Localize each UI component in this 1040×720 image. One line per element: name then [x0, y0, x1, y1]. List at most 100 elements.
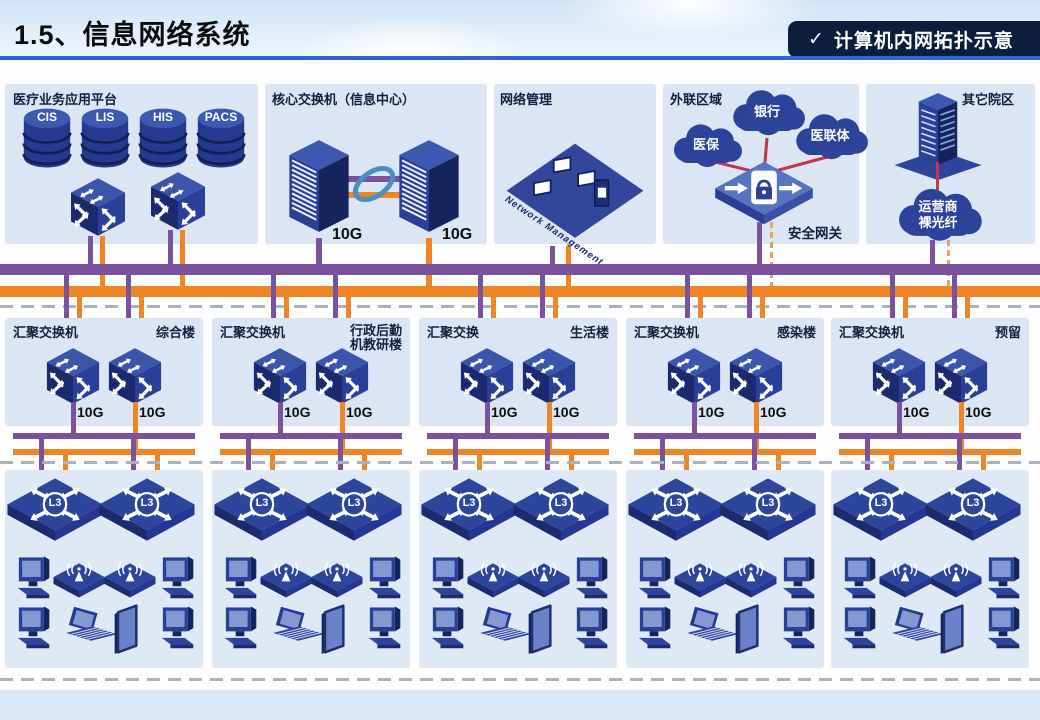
- check-icon: ✓: [808, 29, 824, 50]
- link-purple: [930, 240, 935, 275]
- local-bus-orange: [427, 449, 609, 455]
- desktop-icon: [11, 602, 55, 652]
- speed-label: 10G: [139, 404, 166, 420]
- link-purple: [39, 436, 44, 480]
- panel-other-campus-label: 其它院区: [962, 92, 1015, 107]
- link-purple: [131, 436, 136, 480]
- link-purple: [890, 275, 895, 351]
- link-purple: [478, 275, 483, 351]
- desktop-icon: [837, 602, 881, 652]
- switch-cube-icon: [313, 344, 371, 408]
- wireless-ap-icon: [102, 560, 158, 604]
- link-red: [936, 162, 939, 190]
- wireless-ap-icon: [672, 560, 728, 604]
- server-rack-icon: [398, 134, 460, 238]
- dashed-divider: [0, 678, 1040, 681]
- desktop-icon: [11, 552, 55, 602]
- desktop-icon: [837, 552, 881, 602]
- wireless-ap-icon: [928, 560, 984, 604]
- header-badge: ✓ 计算机内网拓扑示意: [788, 21, 1040, 58]
- link-orange: [340, 402, 345, 452]
- database-icon: [194, 106, 248, 172]
- switch-cube-icon: [727, 344, 785, 408]
- header-badge-label: 计算机内网拓扑示意: [833, 31, 1014, 52]
- l3-badge: L3: [48, 497, 62, 509]
- speed-label: 10G: [965, 404, 992, 420]
- wireless-ap-icon: [877, 560, 933, 604]
- link-purple: [957, 436, 962, 480]
- security-gateway-icon: [712, 158, 816, 228]
- speed-label: 10G: [760, 404, 787, 420]
- switch-cube-icon: [870, 344, 928, 408]
- desktop-icon: [569, 602, 613, 652]
- netmgmt-board-icon: [498, 136, 652, 250]
- speed-label: 10G: [332, 226, 363, 243]
- aggregation-label: 汇聚交换机: [13, 325, 79, 340]
- speed-label: 10G: [698, 404, 725, 420]
- local-bus-orange: [13, 449, 195, 455]
- link-purple: [660, 436, 665, 480]
- database-icon: [20, 106, 74, 172]
- core-link-purple: [348, 176, 400, 182]
- laptop-icon: [61, 604, 121, 650]
- local-bus-purple: [634, 433, 816, 439]
- link-purple: [271, 275, 276, 351]
- l3-badge: L3: [669, 497, 683, 509]
- building-label: 感染楼: [776, 325, 816, 340]
- cloud-decoration: [300, 20, 520, 80]
- wireless-ap-icon: [723, 560, 779, 604]
- desktop-icon: [776, 602, 820, 652]
- local-bus-purple: [839, 433, 1021, 439]
- desktop-icon: [981, 552, 1025, 602]
- desktop-icon: [569, 552, 613, 602]
- speed-label: 10G: [903, 404, 930, 420]
- link-purple: [757, 222, 762, 275]
- link-orange: [684, 452, 689, 480]
- page-title: 1.5、信息网络系统: [14, 20, 251, 50]
- link-orange: [981, 452, 986, 480]
- wireless-ap-icon: [309, 560, 365, 604]
- link-purple: [333, 275, 338, 351]
- link-purple: [126, 275, 131, 351]
- link-purple: [685, 275, 690, 351]
- desktop-icon: [425, 602, 469, 652]
- link-purple: [453, 436, 458, 480]
- switch-cube-icon: [251, 344, 309, 408]
- desktop-icon: [632, 602, 676, 652]
- building-label: 综合楼: [155, 325, 195, 340]
- link-purple: [278, 402, 283, 436]
- access-switch-icon: [624, 472, 728, 550]
- dashed-divider: [0, 461, 1040, 464]
- security-gateway-label: 安全网关: [788, 226, 842, 241]
- link-orange: [270, 452, 275, 480]
- desktop-icon: [632, 552, 676, 602]
- building-label: 生活楼: [569, 325, 609, 340]
- speed-label: 10G: [553, 404, 580, 420]
- header-divider: [0, 56, 1040, 60]
- cloud-icon: [888, 184, 988, 244]
- l3-badge: L3: [761, 497, 775, 509]
- cloud-decoration: [560, 0, 820, 40]
- local-bus-orange: [634, 449, 816, 455]
- desktop-icon: [425, 552, 469, 602]
- laptop-icon: [887, 604, 947, 650]
- l3-badge: L3: [255, 497, 269, 509]
- bus-purple: [0, 264, 1040, 275]
- link-purple: [747, 275, 752, 351]
- l3-badge: L3: [966, 497, 980, 509]
- wireless-ap-icon: [258, 560, 314, 604]
- laptop-icon: [682, 604, 742, 650]
- l3-badge: L3: [554, 497, 568, 509]
- local-bus-orange: [839, 449, 1021, 455]
- switch-cube-icon: [106, 344, 164, 408]
- link-orange: [776, 452, 781, 480]
- aggregation-label: 汇聚交换机: [220, 325, 286, 340]
- laptop-icon: [475, 604, 535, 650]
- l3-badge: L3: [140, 497, 154, 509]
- database-icon: [136, 106, 190, 172]
- panel-aggregation: [212, 318, 410, 426]
- building-label: 机教研楼: [349, 337, 402, 352]
- link-orange: [180, 230, 185, 297]
- link-orange: [569, 452, 574, 480]
